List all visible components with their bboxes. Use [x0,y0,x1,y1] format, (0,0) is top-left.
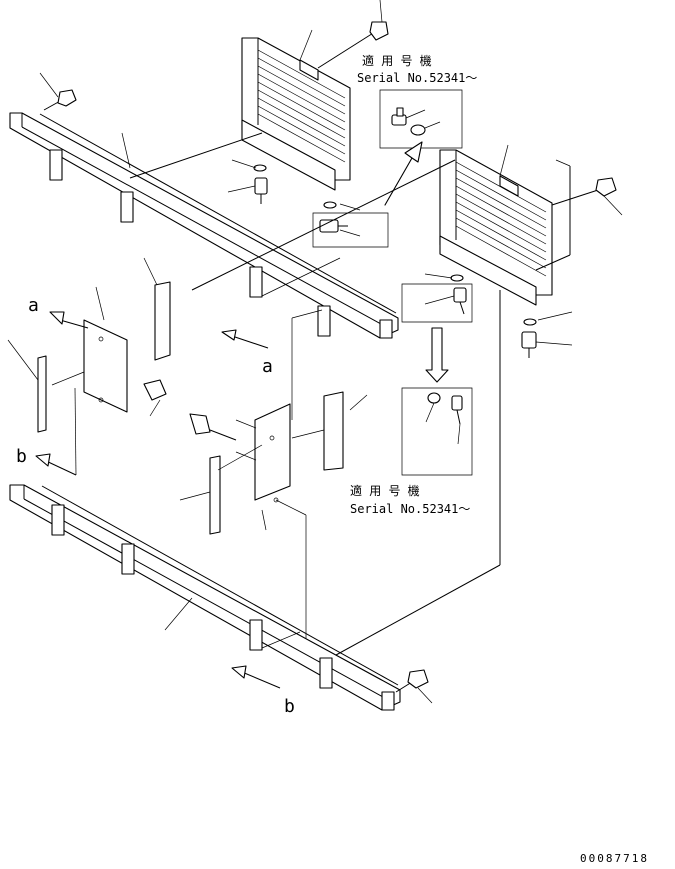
bolt-icon [317,21,389,69]
plug-icon [427,392,441,404]
lower-frame-beam [9,484,401,711]
mounting-plate [254,403,291,503]
spacer-block [323,391,344,471]
arrow-icon [221,329,269,349]
serial-label-no-1: Serial No.52341～ [357,71,477,85]
upper-frame-beam [9,112,399,339]
elbow-fitting-icon [319,219,348,233]
serial-label-no-2: Serial No.52341～ [350,502,470,516]
elbow-fitting-icon [254,177,268,204]
oil-cooler-right [439,149,553,306]
oil-cooler-left [241,37,351,191]
bolt-icon [551,177,617,206]
mounting-plate [83,319,128,413]
view-label-a-bottom: a [262,356,273,377]
view-label-b-bottom: b [284,696,295,717]
view-label-a-top: a [28,295,39,316]
elbow-fitting-icon [453,287,467,315]
plug-icon [410,124,426,136]
elbow-fitting-icon [451,395,463,425]
bolt-icon [189,413,237,441]
shim-bar [37,355,47,433]
elbow-fitting-icon [391,107,407,126]
arrow-icon [35,453,77,476]
arrow-icon [384,141,423,206]
shim-bar [209,455,221,535]
bolt-icon [43,89,77,111]
bolt-icon [395,669,429,693]
elbow-fitting-icon [521,331,537,358]
spacer-block [154,281,171,361]
bolt-icon [143,379,167,401]
arrow-icon [49,311,89,329]
drawing-number: 00087718 [580,852,649,865]
arrow-icon [231,665,281,689]
arrow-icon [425,327,449,383]
view-label-b-top: b [16,446,27,467]
serial-label-jp-1: 適 用 号 機 [362,53,432,68]
serial-label-jp-2: 適 用 号 機 [350,483,420,498]
